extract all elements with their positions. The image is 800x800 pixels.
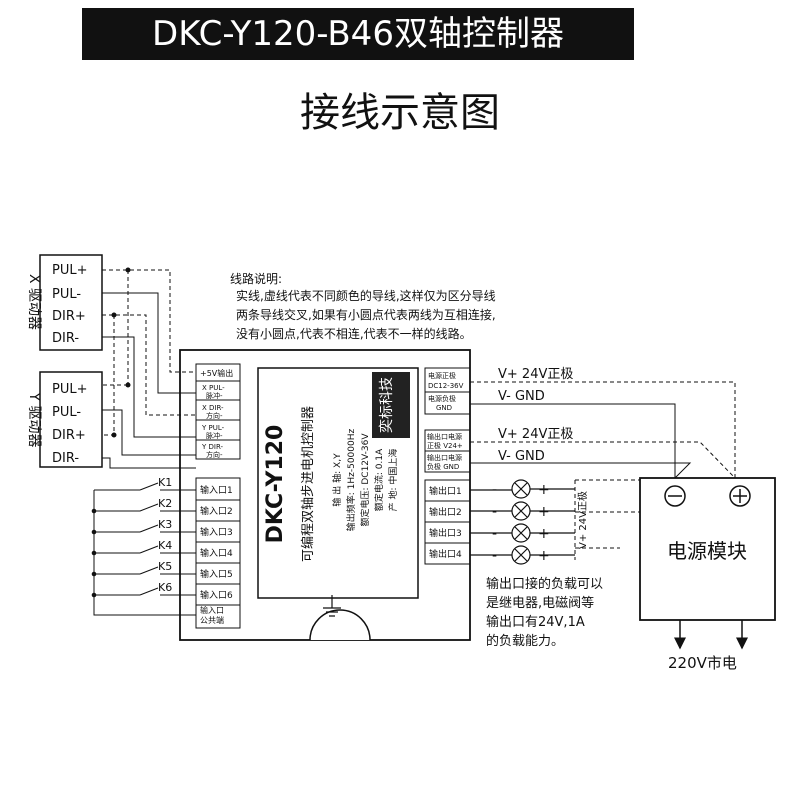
mains-label: 220V市电 (668, 654, 737, 672)
svg-text:+: + (538, 548, 550, 564)
term-out-minus-2: 负极 GND (427, 462, 459, 471)
term-xdir-1: X DIR- (202, 404, 224, 412)
pwr-label-2: V- GND (498, 389, 545, 404)
y-driver-label: Y 驱动器 (26, 391, 42, 447)
x-dir-plus: DIR+ (52, 309, 86, 324)
term-ydir-2: 方向- (206, 450, 223, 459)
load-note-4: 的负载能力。 (486, 633, 564, 649)
term-out4: 输出口4 (429, 548, 462, 560)
right-terminal-block (424, 367, 471, 565)
svg-text:+: + (538, 504, 550, 520)
load-note-3: 输出口有24V,1A (486, 614, 585, 630)
term-in3: 输入口3 (200, 526, 233, 538)
term-out3: 输出口3 (429, 527, 462, 539)
term-com-2: 公共端 (200, 615, 224, 625)
pwr-label-3: V+ 24V正极 (498, 427, 573, 442)
svg-text:-: - (492, 482, 497, 498)
spec-5: 产 地: 中国上海 (387, 449, 399, 512)
load-vplus-label: V+ 24V正极 (576, 491, 589, 549)
term-ypul-2: 脉冲- (206, 431, 223, 440)
load-note-1: 输出口接的负载可以 (486, 576, 603, 592)
y-pul-minus: PUL- (52, 405, 81, 420)
load-polarity: - + - + - + - + (492, 482, 550, 564)
notes-line-1: 实线,虚线代表不同颜色的导线,这样仅为区分导线 (236, 288, 496, 303)
term-in6: 输入口6 (200, 589, 233, 601)
term-out1: 输出口1 (429, 485, 462, 497)
svg-text:+: + (538, 482, 550, 498)
load-note-2: 是继电器,电磁阀等 (486, 595, 594, 611)
y-dir-minus: DIR- (52, 451, 79, 466)
notes-heading: 线路说明: (230, 271, 282, 286)
controller-label-panel (257, 367, 419, 599)
term-xdir-2: 方向- (206, 411, 223, 420)
svg-text:-: - (492, 548, 497, 564)
svg-text:-: - (492, 526, 497, 542)
term-in4: 输入口4 (200, 547, 233, 559)
switch-k6: K6 (158, 581, 172, 594)
term-in5: 输入口5 (200, 568, 233, 580)
svg-text:+: + (538, 526, 550, 542)
term-pwr-minus-1: 电源负极 (428, 394, 456, 403)
power-module-terminals (664, 485, 751, 507)
pwr-label-4: V- GND (498, 449, 545, 464)
spec-2: 输出频率: 1Hz-50000Hz (345, 428, 357, 531)
spec-1: 输 出 轴: X,Y (331, 453, 343, 507)
mount-notch (309, 609, 371, 641)
term-pwr-plus-1: 电源正极 (428, 371, 456, 380)
y-driver-box (39, 371, 103, 468)
y-dir-plus: DIR+ (52, 428, 86, 443)
term-out-plus-2: 正极 V24+ (427, 441, 463, 450)
y-pul-plus: PUL+ (52, 382, 88, 397)
load-lamps (470, 479, 575, 565)
spec-3: 额定电压: DC12V-36V (359, 433, 371, 527)
pwr-label-1: V+ 24V正极 (498, 367, 573, 382)
x-driver-box (39, 254, 103, 351)
controller-model: DKC-Y120 (263, 425, 288, 544)
ground-icon (323, 595, 341, 617)
brand-stamp-text: 奕标科技 (379, 377, 395, 433)
term-5v: +5V输出 (200, 368, 233, 378)
term-com-1: 输入口 (200, 605, 224, 615)
switch-k5: K5 (158, 560, 172, 573)
notes-line-2: 两条导线交叉,如果有小圆点代表两线为互相连接, (236, 307, 496, 322)
term-in1: 输入口1 (200, 484, 233, 496)
term-out-minus-1: 输出口电源 (427, 453, 462, 462)
spec-4: 额定电流: 0.1A (373, 448, 385, 511)
term-ydir-1: Y DIR- (201, 443, 224, 451)
title-banner: DKC-Y120-B46双轴控制器 (82, 8, 634, 60)
term-pwr-plus-2: DC12-36V (428, 382, 464, 390)
x-driver-label: X 驱动器 (26, 274, 42, 330)
power-module-box (639, 477, 776, 621)
diagram-subtitle: 接线示意图 (300, 90, 500, 136)
x-pul-plus: PUL+ (52, 263, 88, 278)
switch-k1: K1 (158, 476, 172, 489)
junction-dots (111, 267, 131, 438)
power-module-label: 电源模块 (667, 539, 747, 563)
controller-desc: 可编程双轴步进电机控制器 (301, 406, 316, 562)
switch-k4: K4 (158, 539, 172, 552)
term-in2: 输入口2 (200, 505, 233, 517)
power-wires (470, 381, 736, 560)
term-out-plus-1: 输出口电源 (427, 432, 462, 441)
driver-wires (102, 269, 196, 469)
notes-line-3: 没有小圆点,代表不相连,代表不一样的线路。 (236, 326, 472, 341)
term-ypul-1: Y PUL- (201, 424, 225, 432)
x-pul-minus: PUL- (52, 287, 81, 302)
term-xpul-1: X PUL- (202, 384, 225, 392)
term-pwr-minus-2: GND (436, 404, 452, 412)
x-dir-minus: DIR- (52, 331, 79, 346)
switch-k3: K3 (158, 518, 172, 531)
switch-k2: K2 (158, 497, 172, 510)
term-out2: 输出口2 (429, 506, 462, 518)
term-xpul-2: 脉冲- (206, 391, 223, 400)
svg-text:-: - (492, 504, 497, 520)
brand-stamp (372, 372, 410, 438)
